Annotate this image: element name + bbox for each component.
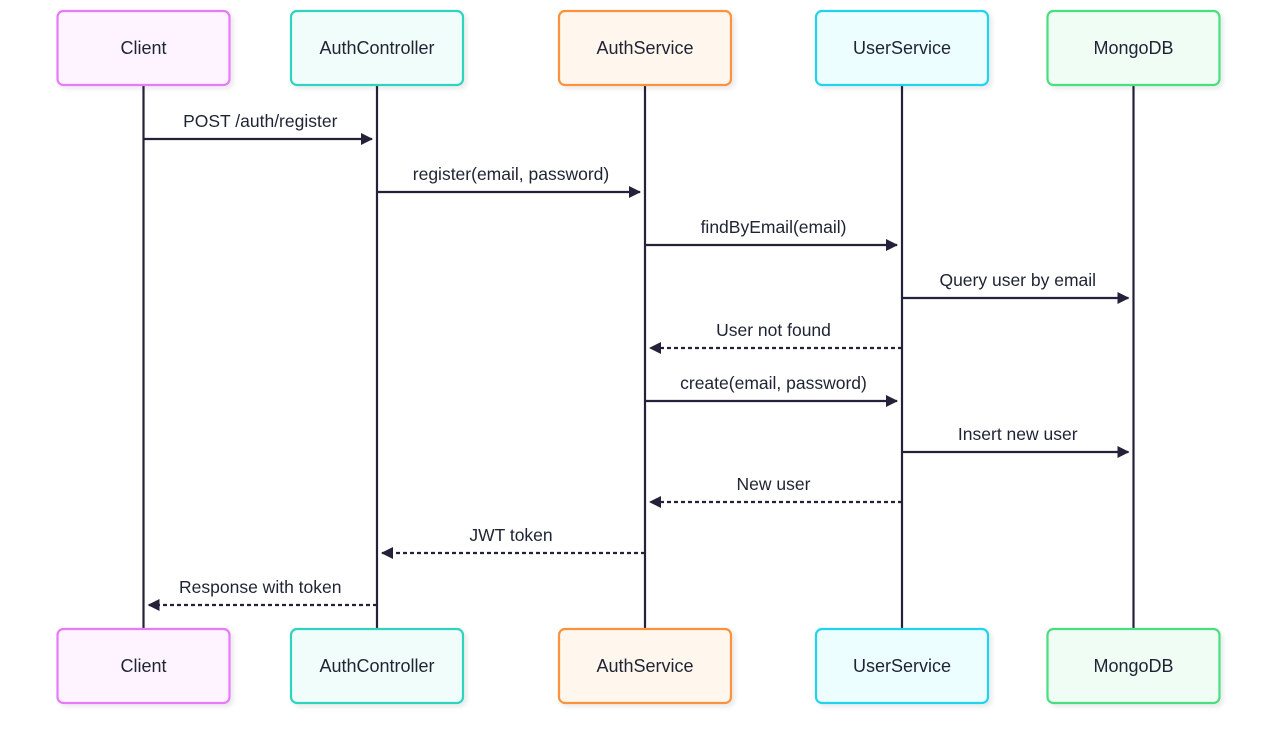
participant-label: MongoDB — [1093, 656, 1173, 676]
message-1: POST /auth/register — [143, 111, 373, 145]
participant-client-bottom: Client — [56, 627, 231, 705]
participant-authcontroller-top: AuthController — [289, 9, 465, 87]
message-label: findByEmail(email) — [701, 217, 847, 237]
participant-mongodb-bottom: MongoDB — [1046, 627, 1221, 705]
message-9: JWT token — [381, 525, 645, 559]
message-5: User not found — [649, 320, 902, 354]
participant-box — [289, 9, 465, 87]
participant-authservice-top: AuthService — [557, 9, 733, 87]
participant-label: UserService — [853, 38, 951, 58]
message-7: Insert new user — [902, 424, 1130, 458]
participant-mongodb-top: MongoDB — [1046, 9, 1221, 87]
participants-bottom-group: Client AuthController AuthService UserServi… — [56, 627, 1221, 705]
participant-box — [557, 627, 733, 705]
participant-label: Client — [120, 656, 166, 676]
participant-label: MongoDB — [1093, 38, 1173, 58]
message-4: Query user by email — [902, 270, 1130, 304]
participant-box — [557, 9, 733, 87]
message-label: Insert new user — [958, 424, 1078, 444]
message-label: POST /auth/register — [183, 111, 338, 131]
lifelines-group — [142, 85, 1135, 629]
participant-box — [56, 627, 231, 705]
message-2: register(email, password) — [377, 164, 641, 198]
message-6: create(email, password) — [645, 373, 898, 407]
participant-box — [56, 9, 231, 87]
participant-label: AuthService — [596, 656, 693, 676]
participant-box — [1046, 627, 1221, 705]
participant-label: AuthController — [319, 38, 434, 58]
message-10: Response with token — [147, 577, 377, 611]
participant-label: AuthService — [596, 38, 693, 58]
participant-authcontroller-bottom: AuthController — [289, 627, 465, 705]
participant-box — [814, 9, 990, 87]
message-label: User not found — [716, 320, 831, 340]
participant-client-top: Client — [56, 9, 231, 87]
messages-group: POST /auth/register register(email, passw… — [143, 111, 1130, 611]
participant-box — [1046, 9, 1221, 87]
message-3: findByEmail(email) — [645, 217, 898, 251]
participant-userservice-bottom: UserService — [814, 627, 990, 705]
participants-top-group: Client AuthController AuthService UserServi… — [56, 9, 1221, 87]
message-label: Response with token — [179, 577, 341, 597]
message-label: JWT token — [469, 525, 552, 545]
participant-label: UserService — [853, 656, 951, 676]
message-8: New user — [649, 474, 902, 508]
message-label: Query user by email — [939, 270, 1096, 290]
participant-label: Client — [120, 38, 166, 58]
participant-authservice-bottom: AuthService — [557, 627, 733, 705]
participant-userservice-top: UserService — [814, 9, 990, 87]
message-label: New user — [737, 474, 811, 494]
message-label: create(email, password) — [680, 373, 867, 393]
participant-box — [289, 627, 465, 705]
participant-label: AuthController — [319, 656, 434, 676]
participant-box — [814, 627, 990, 705]
message-label: register(email, password) — [413, 164, 609, 184]
